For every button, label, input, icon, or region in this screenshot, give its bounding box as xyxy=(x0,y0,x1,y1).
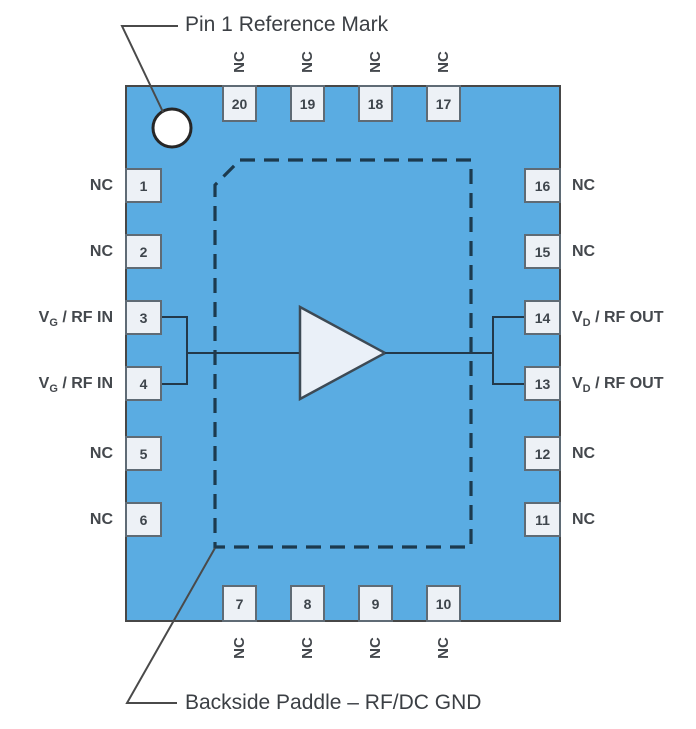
pin-1-label: NC xyxy=(90,168,113,203)
pin-20-square: 20 xyxy=(222,85,257,122)
pin-13-label: VD / RF OUT xyxy=(572,366,664,401)
pin-14-label: VD / RF OUT xyxy=(572,300,664,335)
pin-13-label-rest: / RF OUT xyxy=(590,375,664,392)
pin-17-label: NC xyxy=(435,51,452,73)
pin-8-label: NC xyxy=(299,637,316,659)
pin-13-label-sub: D xyxy=(582,383,591,396)
pin-5-label-text: NC xyxy=(89,445,113,462)
pin-16-label-text: NC xyxy=(572,177,596,194)
pin-16-label: NC xyxy=(572,168,595,203)
pin-4-label-rest: / RF IN xyxy=(57,375,113,392)
pin-18-label: NC xyxy=(367,51,384,73)
pin-12-label: NC xyxy=(572,436,595,471)
pin-8-square: 8 xyxy=(290,585,325,622)
pin-10-label: NC xyxy=(435,637,452,659)
pin-3-label-text: V xyxy=(38,309,50,326)
pin-19-square: 19 xyxy=(290,85,325,122)
pin-15-square: 15 xyxy=(524,234,561,269)
pin-13-square: 13 xyxy=(524,366,561,401)
pin-15-label-text: NC xyxy=(572,243,596,260)
pin-2-square: 2 xyxy=(125,234,162,269)
pin-3-label: VG / RF IN xyxy=(39,300,113,335)
pin-16-square: 16 xyxy=(524,168,561,203)
pin-4-label-text: V xyxy=(38,375,50,392)
pin-1-square: 1 xyxy=(125,168,162,203)
pin-5-label: NC xyxy=(90,436,113,471)
pin-11-label: NC xyxy=(572,502,595,537)
pin-7-square: 7 xyxy=(222,585,257,622)
pin1-reference-annotation: Pin 1 Reference Mark xyxy=(185,13,389,36)
pin-20-label: NC xyxy=(231,51,248,73)
pin-3-label-sub: G xyxy=(49,317,58,330)
pin-3-square: 3 xyxy=(125,300,162,335)
pin-12-label-text: NC xyxy=(572,445,596,462)
pin-18-square: 18 xyxy=(358,85,393,122)
pin-1-label-text: NC xyxy=(89,177,113,194)
backside-paddle-annotation: Backside Paddle – RF/DC GND xyxy=(185,691,482,714)
pin-13-label-text: V xyxy=(572,375,583,392)
pin-3-label-rest: / RF IN xyxy=(57,309,113,326)
pin-2-label-text: NC xyxy=(89,243,113,260)
pin-4-square: 4 xyxy=(125,366,162,401)
pin-4-label: VG / RF IN xyxy=(39,366,113,401)
pin-9-label: NC xyxy=(367,637,384,659)
pin-5-square: 5 xyxy=(125,436,162,471)
pin-6-label-text: NC xyxy=(89,511,113,528)
pin-12-square: 12 xyxy=(524,436,561,471)
pin-11-square: 11 xyxy=(524,502,561,537)
pin-2-label: NC xyxy=(90,234,113,269)
pin-7-label: NC xyxy=(231,637,248,659)
pin-6-label: NC xyxy=(90,502,113,537)
pin-14-square: 14 xyxy=(524,300,561,335)
pin-19-label: NC xyxy=(299,51,316,73)
pin-10-square: 10 xyxy=(426,585,461,622)
pin-4-label-sub: G xyxy=(49,383,58,396)
pin-17-square: 17 xyxy=(426,85,461,122)
pin-9-square: 9 xyxy=(358,585,393,622)
pin-6-square: 6 xyxy=(125,502,162,537)
pin-15-label: NC xyxy=(572,234,595,269)
package-body xyxy=(125,85,561,622)
pin-14-label-rest: / RF OUT xyxy=(590,309,664,326)
pin-14-label-sub: D xyxy=(582,317,591,330)
pin-11-label-text: NC xyxy=(572,511,596,528)
pin-14-label-text: V xyxy=(572,309,583,326)
